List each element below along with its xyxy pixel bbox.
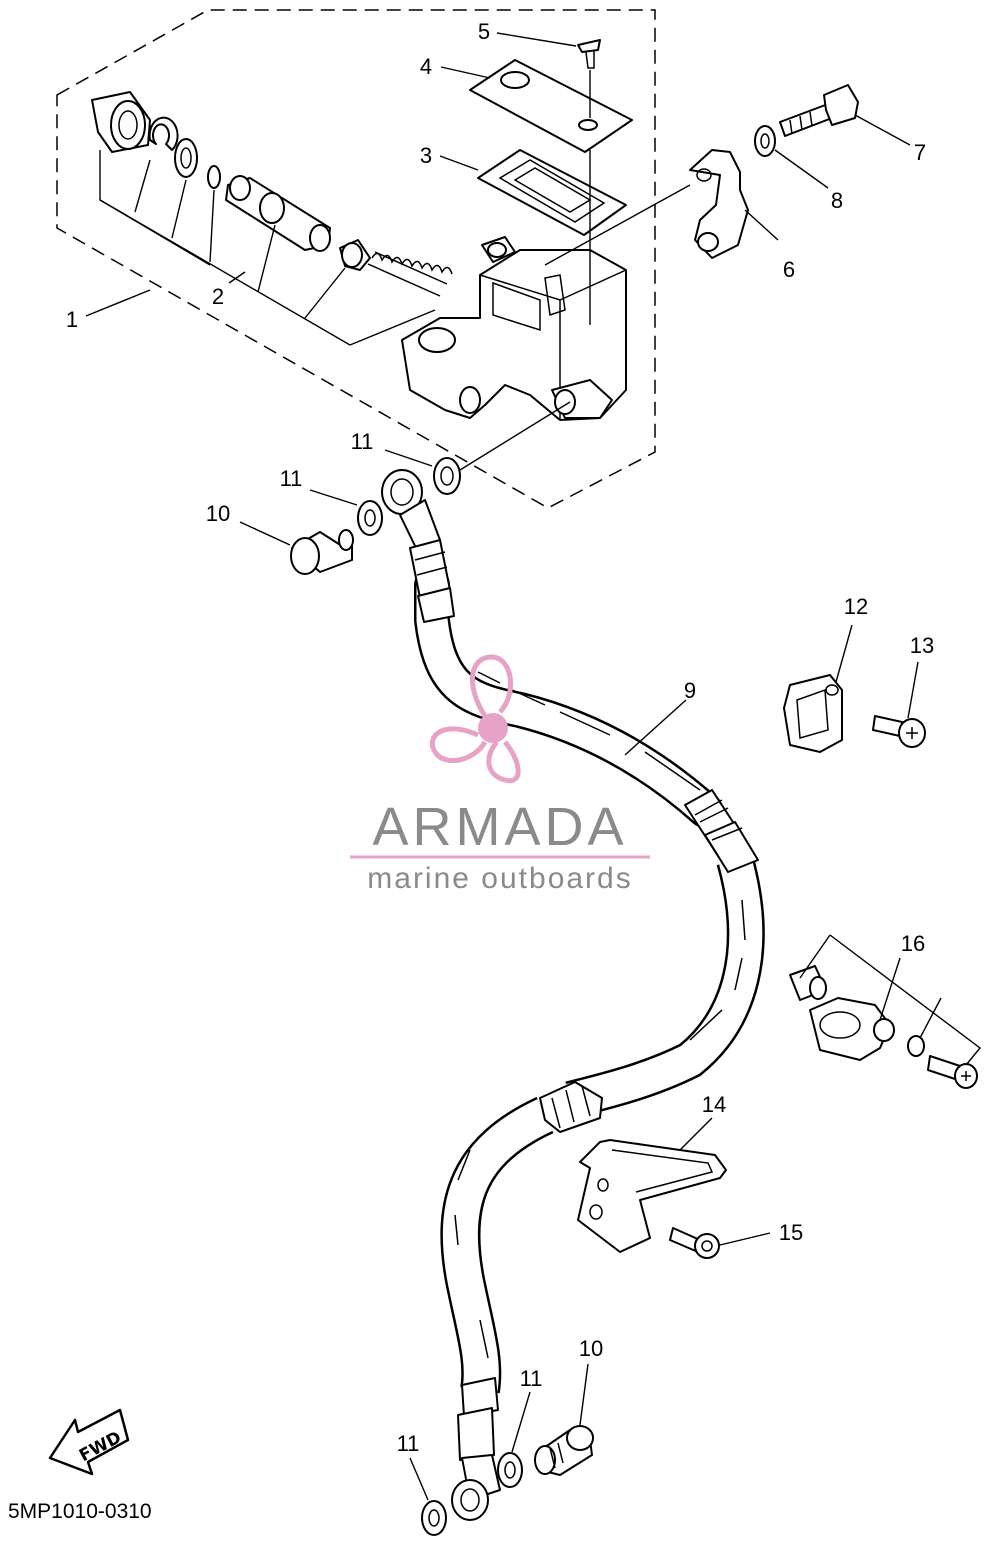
washer-part (174, 138, 198, 178)
callout-13: 13 (910, 633, 934, 658)
callout-numbers: 1 2 3 4 5 6 7 8 9 10 10 11 11 11 11 12 1… (66, 19, 934, 1456)
callout-11-lower-right: 11 (520, 1366, 543, 1391)
cap-screw-part (577, 39, 601, 325)
callout-16: 16 (901, 931, 925, 956)
hose-bracket-part (577, 1139, 727, 1253)
watermark-subtitle: marine outboards (367, 862, 632, 895)
spring-part (367, 251, 453, 297)
callout-14: 14 (702, 1092, 726, 1117)
master-cylinder-body (401, 236, 627, 421)
lower-banjo-fitting (451, 1377, 501, 1521)
clamp-screw-part (872, 715, 926, 748)
clamp-bracket-part (809, 997, 895, 1061)
callout-10-upper: 10 (206, 501, 230, 526)
watermark-title: ARMADA (372, 797, 627, 857)
o-ring-part (207, 165, 221, 189)
diagram-code: 5MP1010-0310 (8, 1500, 152, 1523)
hose-clamp-part (783, 674, 843, 753)
upper-banjo-fitting (381, 469, 455, 623)
union-bolt-upper (290, 529, 354, 575)
mid-fitting-lower (539, 1081, 603, 1133)
piston-cup-part (339, 239, 371, 271)
holder-washer-part (754, 125, 776, 157)
callout-12: 12 (844, 594, 868, 619)
callout-6: 6 (783, 257, 795, 282)
propeller-logo-icon (430, 654, 521, 784)
callout-5: 5 (478, 19, 490, 44)
brake-hose (414, 567, 765, 1394)
kit-leader-lines (99, 150, 436, 346)
callout-1: 1 (66, 307, 78, 332)
mid-fitting-upper (684, 789, 759, 873)
callout-9: 9 (684, 678, 696, 703)
callout-7: 7 (914, 140, 926, 165)
gasket-upper-left (357, 500, 383, 536)
callout-15: 15 (779, 1220, 803, 1245)
clamp-washer-part (907, 1035, 925, 1057)
holder-guide-line (544, 184, 691, 266)
reservoir-cap-part (469, 59, 633, 153)
callout-11-upper-right: 11 (351, 429, 374, 454)
diaphragm-part (477, 149, 627, 236)
banjo-guide-line (459, 401, 571, 471)
holder-part (689, 149, 749, 259)
bracket-bolt-part (669, 1227, 720, 1259)
cylinder-cup-part (91, 91, 151, 153)
clamp-collar-part (789, 965, 827, 1001)
assembly-boundary (56, 9, 656, 509)
fwd-arrow-icon: FWD (48, 1408, 130, 1476)
gasket-lower-left (421, 1500, 447, 1536)
circlip-part (148, 116, 179, 151)
callout-11-upper-left: 11 (280, 466, 303, 491)
callout-10-lower: 10 (579, 1336, 603, 1361)
callout-2: 2 (212, 284, 224, 309)
holder-bolt-part (779, 84, 859, 137)
gasket-lower-right (497, 1452, 523, 1488)
callout-3: 3 (420, 143, 432, 168)
watermark: ARMADA marine outboards (350, 654, 650, 895)
clamp-bolt-part (927, 1055, 978, 1089)
callout-8: 8 (831, 188, 843, 213)
gasket-upper-right (433, 457, 461, 495)
piston-part (225, 175, 331, 252)
callout-leaders (85, 32, 982, 1501)
callout-11-lower-left: 11 (397, 1431, 420, 1456)
union-bolt-lower (534, 1425, 594, 1476)
callout-4: 4 (420, 54, 432, 79)
